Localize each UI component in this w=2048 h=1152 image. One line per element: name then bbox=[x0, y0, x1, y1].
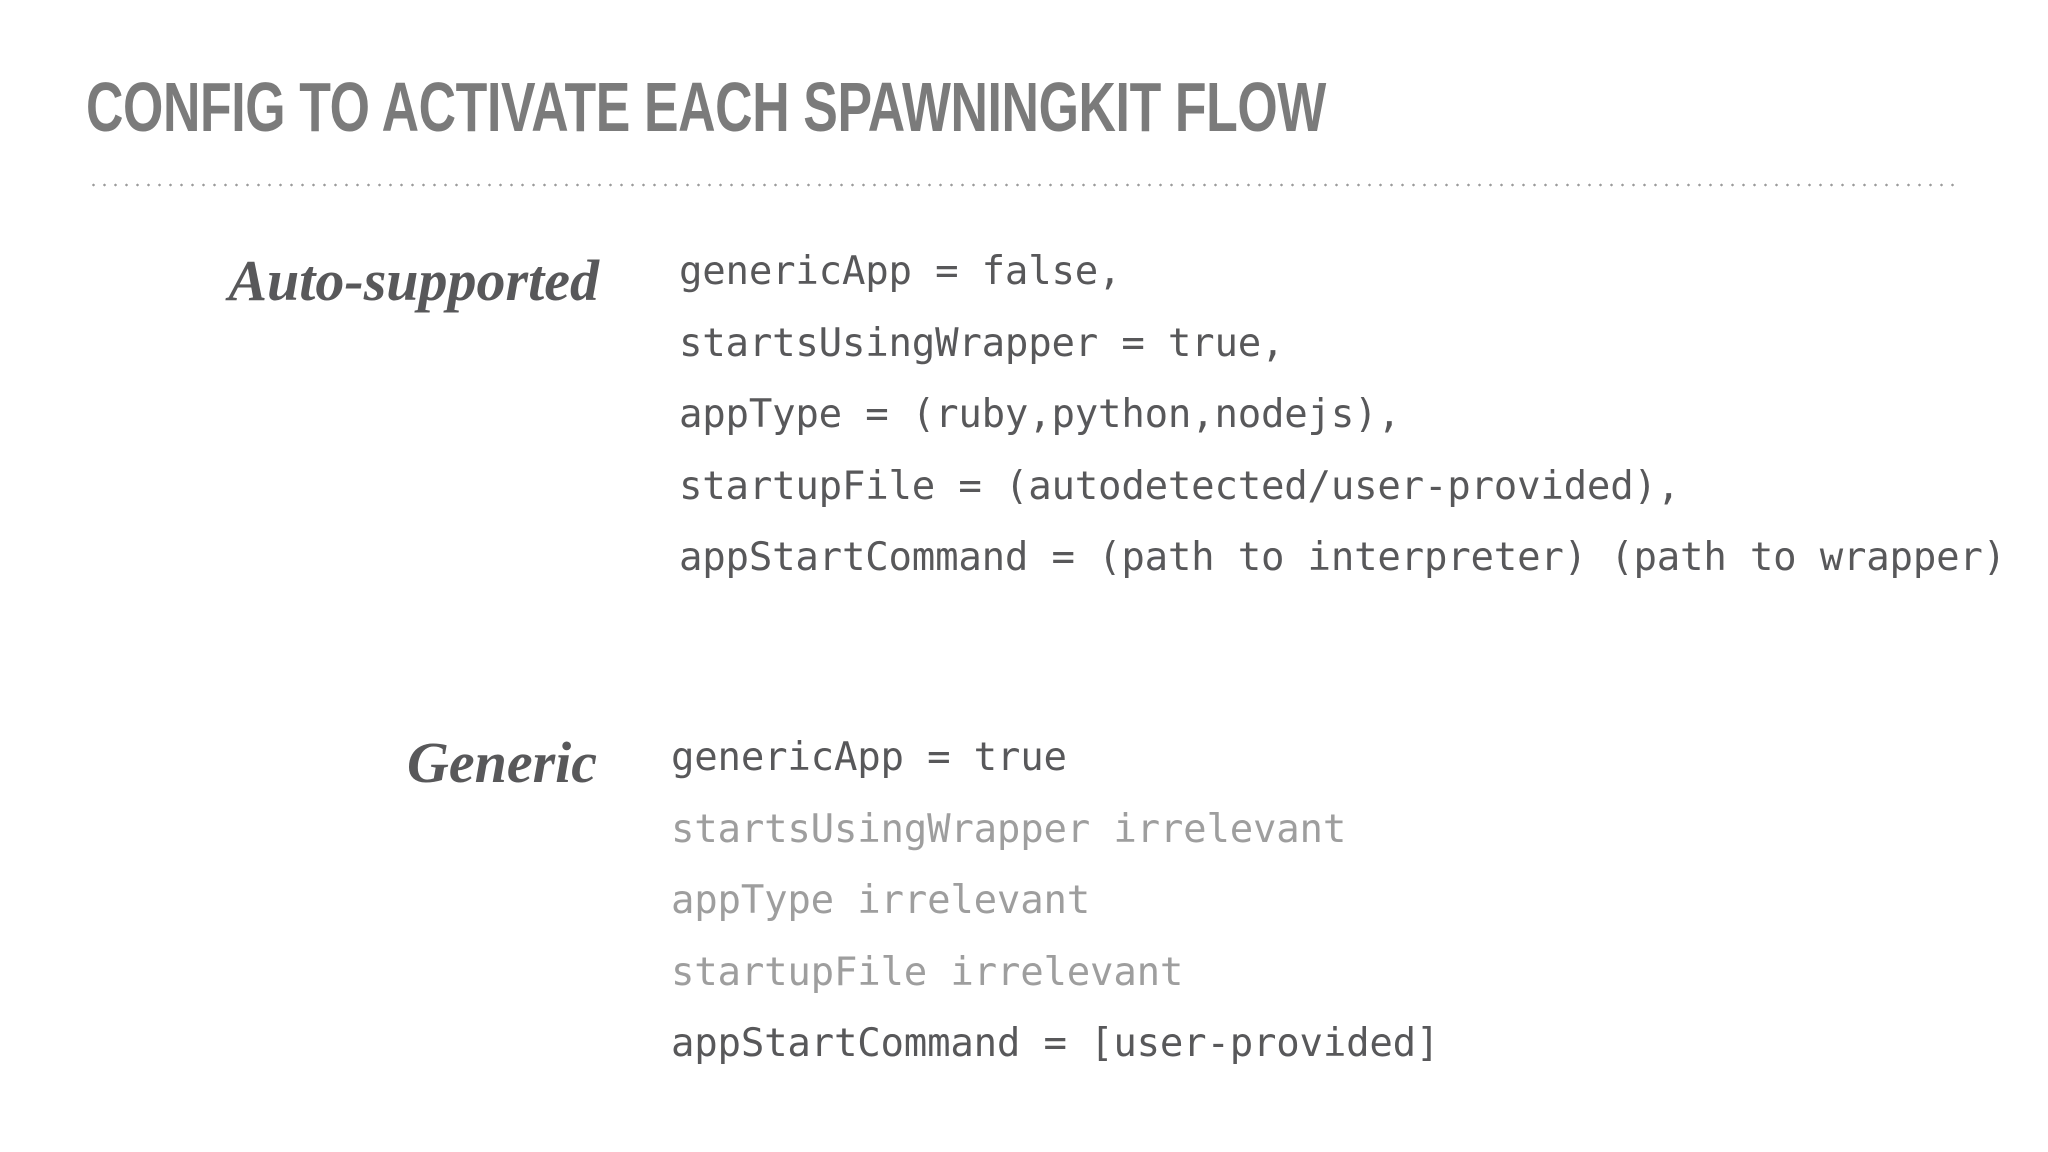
code-line: appStartCommand = [user-provided] bbox=[671, 1021, 1440, 1066]
code-line: startupFile = (autodetected/user-provide… bbox=[679, 463, 1681, 509]
code-line: appType = (ruby,python,nodejs), bbox=[679, 392, 1401, 437]
code-line: startupFile irrelevant bbox=[671, 949, 1184, 995]
flow-row-auto-supported: Auto-supported genericApp = false, start… bbox=[0, 236, 2006, 594]
page-title: Config to activate each SpawningKit flow bbox=[86, 68, 1326, 146]
code-line: genericApp = true bbox=[671, 735, 1067, 780]
flow-label-auto-supported: Auto-supported bbox=[228, 248, 599, 313]
code-line: appType irrelevant bbox=[671, 878, 1091, 923]
code-line: startsUsingWrapper irrelevant bbox=[671, 806, 1347, 852]
code-line: appStartCommand = (path to interpreter) … bbox=[679, 535, 2006, 580]
code-block-generic: genericApp = true startsUsingWrapper irr… bbox=[671, 722, 1439, 1080]
code-line: startsUsingWrapper = true, bbox=[679, 320, 1285, 366]
flow-label-generic: Generic bbox=[406, 730, 597, 795]
title-divider bbox=[88, 183, 1962, 187]
code-line: genericApp = false, bbox=[679, 249, 1122, 294]
flow-row-generic: Generic genericApp = true startsUsingWra… bbox=[0, 722, 1440, 1080]
code-block-auto-supported: genericApp = false, startsUsingWrapper =… bbox=[679, 236, 2006, 594]
